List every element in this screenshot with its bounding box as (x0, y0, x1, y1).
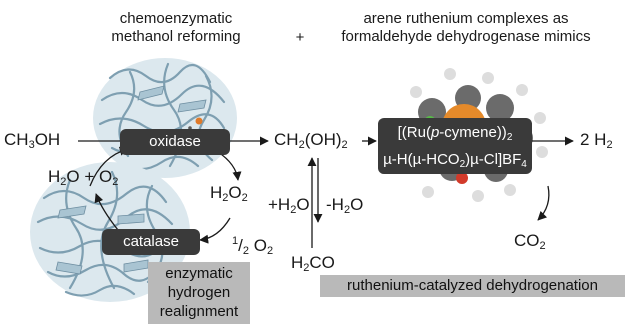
catalyst-formula-line1: [(Ru(p-cymene))2 (397, 124, 513, 143)
catalase-box: catalase (102, 229, 200, 255)
methanediol-label: CH2(OH)2 (274, 130, 348, 151)
enzymatic-line3: realignment (159, 303, 239, 320)
minus-water-label: -H2O (326, 195, 364, 216)
header-right-line2: formaldehyde dehydrogenase mimics (341, 28, 591, 45)
header-plus: + (295, 29, 305, 46)
hydrogen-product-label: 2 H2 (580, 130, 613, 151)
header-right: arene ruthenium complexes as formaldehyd… (326, 10, 606, 46)
ruthenium-catalyzed-dehydrogenation-label: ruthenium-catalyzed dehydrogenation (320, 275, 625, 297)
oxidase-box: oxidase (120, 129, 230, 155)
arrow-catalyst-to-co2 (537, 185, 550, 221)
arrow-peroxide-to-catalase (199, 217, 231, 244)
water-oxygen-label: H2O + O2 (48, 167, 119, 188)
enzymatic-hydrogen-realignment-label: enzymatic hydrogen realignment (148, 262, 250, 324)
header-left-line1: chemoenzymatic (119, 10, 233, 27)
header-left-line2: methanol reforming (111, 28, 241, 45)
enzymatic-line2: hydrogen (167, 284, 231, 301)
oxidase-protein-illustration (93, 58, 237, 178)
header-right-line1: arene ruthenium complexes as (363, 10, 569, 27)
header-left: chemoenzymatic methanol reforming (96, 10, 256, 46)
plus-water-label: +H2O (268, 195, 310, 216)
formaldehyde-label: H2CO (291, 253, 335, 274)
half-oxygen-label: 1/2 O2 (232, 235, 274, 257)
arrow-oxidase-to-peroxide (217, 151, 242, 181)
hydrogen-peroxide-label: H2O2 (210, 183, 248, 204)
co2-label: CO2 (514, 231, 546, 252)
ruthenium-catalyst-box: [(Ru(p-cymene))2 µ-H(µ-HCO2)µ-Cl]BF4 (378, 118, 532, 174)
catalyst-formula-line2: µ-H(µ-HCO2)µ-Cl]BF4 (383, 151, 527, 170)
enzymatic-line1: enzymatic (165, 265, 233, 282)
methanol-label: CH3OH (4, 130, 61, 151)
arrow-catalase-to-water-oxygen (94, 193, 119, 231)
